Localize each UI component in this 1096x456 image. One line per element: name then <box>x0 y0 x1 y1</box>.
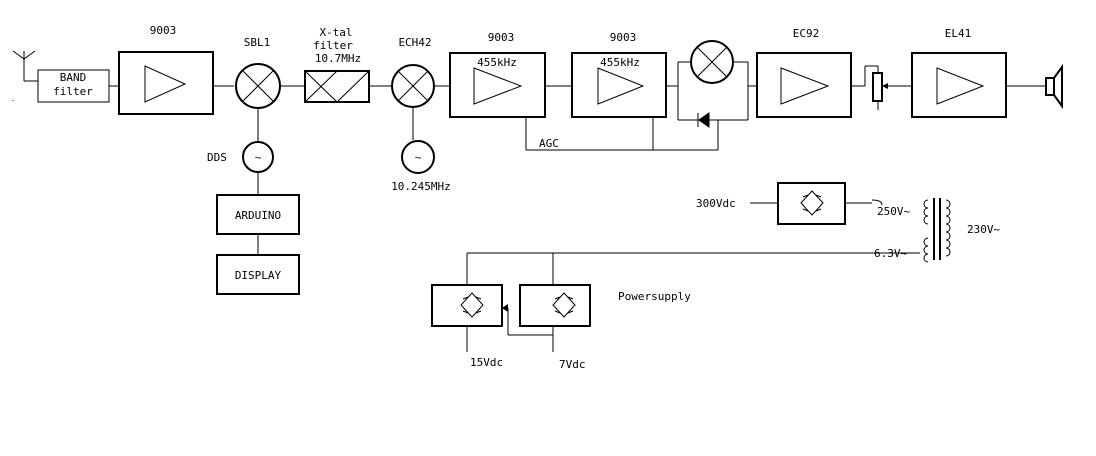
mains-label: 230V~ <box>967 223 1000 236</box>
if-amplifier-2-block <box>571 52 667 118</box>
local-oscillator-symbol: ~ <box>415 151 422 164</box>
dds-oscillator-symbol: ~ <box>255 151 262 164</box>
if-amplifier-1-label: 9003 <box>488 31 515 44</box>
diode-icon <box>697 112 710 128</box>
amplifier-icon <box>936 67 985 105</box>
power-amplifier-label: EL41 <box>945 27 972 40</box>
crystal-filter-label-3: 10.7MHz <box>315 52 361 65</box>
detector-mixer-icon <box>690 40 734 84</box>
rf-amplifier-label: 9003 <box>150 24 177 37</box>
if-amplifier-1-frequency: 455kHz <box>477 56 517 69</box>
wires <box>24 61 1046 352</box>
agc-label: AGC <box>539 137 559 150</box>
mixer-2-icon <box>391 64 435 108</box>
amplifier-icon <box>780 67 830 105</box>
hv-dc-label: 300Vdc <box>696 197 736 210</box>
transformer-icon <box>871 198 951 263</box>
mixer-1-label: SBL1 <box>244 36 271 49</box>
display-block <box>216 254 300 295</box>
amplifier-icon <box>473 67 523 105</box>
amplifier-icon <box>597 67 645 105</box>
arrow-icon <box>502 304 508 312</box>
if-amplifier-1-block <box>449 52 546 118</box>
dds-label: DDS <box>207 151 227 164</box>
dc-15v-label: 15Vdc <box>470 356 503 369</box>
display-label: DISPLAY <box>235 269 282 282</box>
arduino-label: ARDUINO <box>235 209 281 222</box>
band-filter-block <box>37 69 110 103</box>
volume-potentiometer-icon <box>872 72 888 102</box>
rf-amplifier-block <box>118 51 214 115</box>
band-filter-label-2: filter <box>53 85 93 98</box>
loudspeaker-icon <box>1045 63 1063 110</box>
bridge-rectifier-icon <box>552 292 576 318</box>
dc-7v-label: 7Vdc <box>559 358 586 371</box>
power-amplifier-block <box>911 52 1007 118</box>
powersupply-label: Powersupply <box>618 290 691 303</box>
mixer-1-icon <box>235 63 281 109</box>
hv-rectifier-block <box>777 182 846 225</box>
crystal-filter-label-2: filter <box>313 39 353 52</box>
heater-voltage-label: 6.3V~ <box>874 247 907 260</box>
rectifier-7v-block <box>519 284 591 327</box>
mixer-2-label: ECH42 <box>398 36 431 49</box>
audio-amplifier-block <box>756 52 852 118</box>
arduino-block <box>216 194 300 235</box>
local-oscillator-frequency: 10.245MHz <box>391 180 451 193</box>
if-amplifier-2-label: 9003 <box>610 31 637 44</box>
band-filter-label-1: BAND <box>60 71 87 84</box>
amplifier-icon <box>144 65 187 103</box>
if-amplifier-2-frequency: 455kHz <box>600 56 640 69</box>
dds-oscillator-icon <box>242 141 274 173</box>
antenna-icon <box>12 50 36 101</box>
crystal-filter-block <box>304 70 370 103</box>
bridge-rectifier-icon <box>800 190 824 216</box>
crystal-filter-label-1: X-tal <box>319 26 352 39</box>
local-oscillator-icon <box>401 140 435 174</box>
hv-ac-label: 250V~ <box>877 205 910 218</box>
bridge-rectifier-icon <box>460 292 484 318</box>
rectifier-15v-block <box>431 284 503 327</box>
audio-amplifier-label: EC92 <box>793 27 820 40</box>
